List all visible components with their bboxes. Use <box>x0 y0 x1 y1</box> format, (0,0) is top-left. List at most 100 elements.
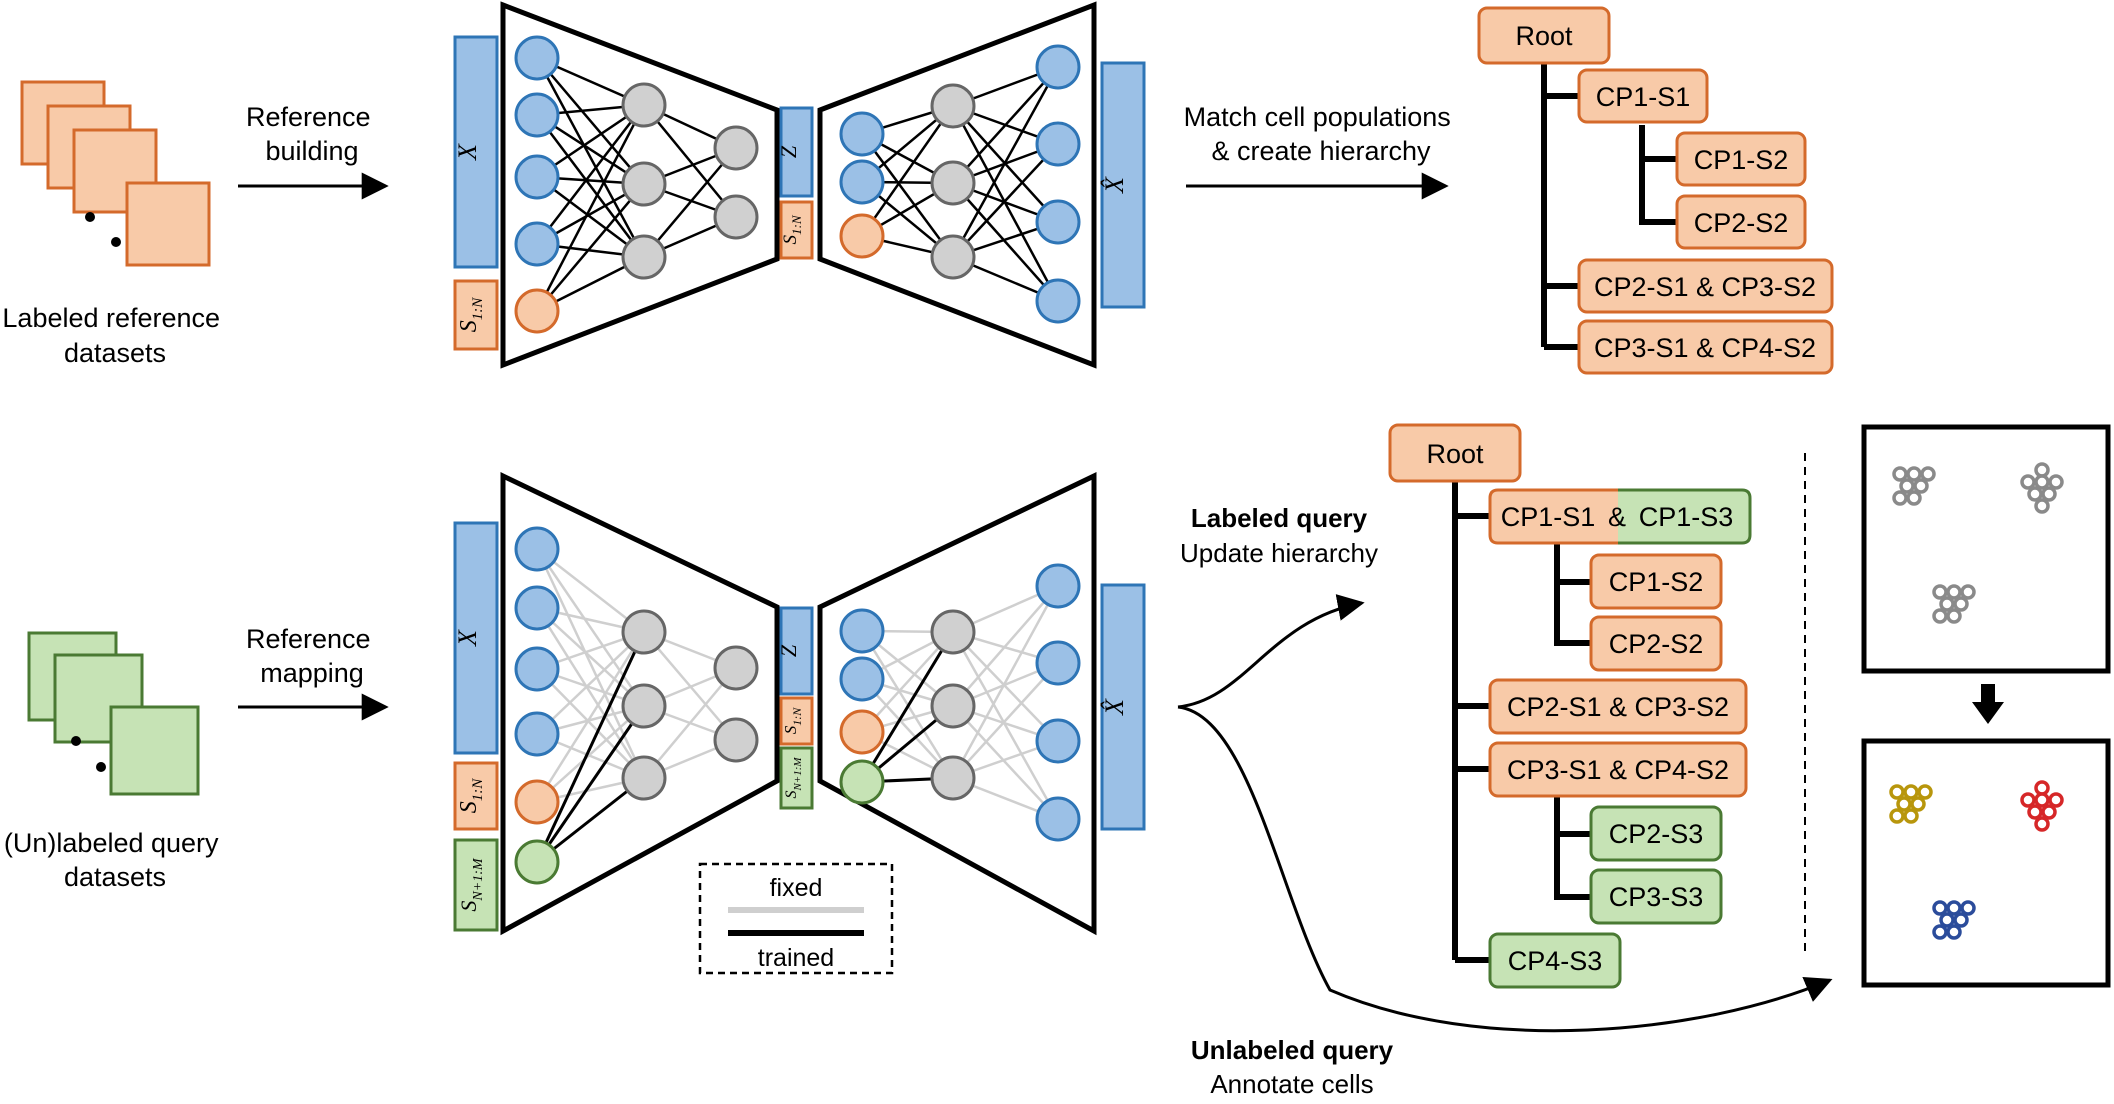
latent-node <box>839 159 885 205</box>
hidden-node <box>930 83 976 129</box>
svg-text:CP1-S2: CP1-S2 <box>1609 567 1704 597</box>
tree-node <box>1589 868 1723 925</box>
output-xhat-box <box>1100 583 1146 831</box>
network-edge <box>536 57 645 185</box>
input-x-label: X <box>453 143 482 161</box>
network-edge <box>535 631 646 863</box>
cell-dot <box>1932 608 1948 624</box>
svg-text:CP3-S1 & CP4-S2: CP3-S1 & CP4-S2 <box>1594 333 1816 363</box>
network-edge <box>952 182 1059 302</box>
condition-node <box>839 213 885 259</box>
hidden-node <box>930 234 976 280</box>
svg-text:CP4-S3: CP4-S3 <box>1508 946 1603 976</box>
labeled-reference-datasets-icon <box>20 80 211 267</box>
input-s-label: S1:N <box>456 778 486 813</box>
input-node <box>514 221 560 267</box>
tree-node-root <box>1388 423 1522 483</box>
output-node <box>1035 796 1081 842</box>
network-edge <box>860 105 955 237</box>
hidden-node <box>621 755 667 801</box>
latent-node <box>839 608 885 654</box>
tree-node <box>1488 932 1622 989</box>
network-edge <box>952 662 1059 779</box>
network-edge <box>643 667 737 779</box>
cell-dot <box>2048 474 2064 490</box>
tree-node-root <box>1477 6 1611 65</box>
svg-text:CP2-S1 & CP3-S2: CP2-S1 & CP3-S2 <box>1507 692 1729 722</box>
unannotated-cells-panel <box>1861 424 2111 674</box>
annotated-cells-panel <box>1861 738 2111 988</box>
network-edge <box>535 57 646 258</box>
cell-dot <box>1906 490 1922 506</box>
latent-s-box <box>779 696 814 746</box>
svg-text:Root: Root <box>1515 21 1573 51</box>
labeled-reference-caption: Labeled reference datasets <box>2 303 227 368</box>
input-node <box>514 526 560 572</box>
network-edge <box>535 104 646 312</box>
svg-text:CP2-S1 & CP3-S2: CP2-S1 & CP3-S2 <box>1594 272 1816 302</box>
output-xhat-label: X̂ <box>1100 176 1129 194</box>
tree-node <box>1589 615 1723 672</box>
unlabeled-query-title: Unlabeled query <box>1191 1035 1394 1065</box>
svg-text:&: & <box>1608 502 1626 532</box>
network-edge <box>536 607 645 707</box>
hidden-node <box>930 609 976 655</box>
latent-node <box>839 111 885 157</box>
latent-s-label: S1:N <box>781 707 804 734</box>
edge-legend: fixed trained <box>698 862 894 975</box>
cell-dot <box>1960 900 1976 916</box>
cell-dot <box>1896 796 1912 812</box>
top-autoencoder: X S1:N Z S1:N X̂ <box>453 1 1146 369</box>
labeled-query-subtitle: Update hierarchy <box>1180 538 1378 568</box>
cell-dot <box>1910 796 1926 812</box>
cell-dot <box>1889 784 1905 800</box>
svg-text:CP2-S3: CP2-S3 <box>1609 819 1704 849</box>
cell-dot <box>2034 816 2050 832</box>
cell-dot <box>1889 808 1905 824</box>
svg-text:CP1-S3: CP1-S3 <box>1639 502 1734 532</box>
tree-node <box>1577 319 1834 375</box>
network-edge <box>951 66 1060 258</box>
tree-node <box>1577 68 1709 124</box>
network-edge <box>952 66 1059 184</box>
input-s-box <box>453 761 499 831</box>
output-node <box>1035 278 1081 324</box>
cell-dot <box>1903 784 1919 800</box>
cell-dot <box>1906 466 1922 482</box>
input-node <box>514 646 560 692</box>
cell-dot <box>2041 804 2057 820</box>
input-node <box>514 92 560 138</box>
network-edge <box>536 114 645 258</box>
bottom-autoencoder: X S1:N SN+1:M Z S1:N SN+1:M X̂ <box>453 472 1146 936</box>
query-datasets-caption: (Un)labeled query datasets <box>4 828 226 892</box>
cell-dot <box>2034 462 2050 478</box>
network-edge <box>643 147 737 258</box>
network-edge <box>952 143 1059 258</box>
network-edge <box>952 631 1059 742</box>
hidden-node <box>713 645 759 691</box>
svg-text:CP1-S1: CP1-S1 <box>1596 82 1691 112</box>
latent-z-box <box>779 606 814 696</box>
output-node <box>1035 44 1081 90</box>
cell-dot <box>2027 486 2043 502</box>
hidden-node <box>621 161 667 207</box>
tree-node <box>1589 805 1723 862</box>
cell-dot <box>2048 792 2064 808</box>
cell-dot <box>2020 474 2036 490</box>
reference-mapping-label: Reference mapping <box>246 624 378 688</box>
network-edge <box>952 705 1059 820</box>
network-edge <box>861 631 954 733</box>
new-condition-node <box>514 839 560 885</box>
cell-dot <box>1946 584 1962 600</box>
hidden-node <box>621 683 667 729</box>
tree-node <box>1577 258 1834 314</box>
svg-text:CP3-S3: CP3-S3 <box>1609 882 1704 912</box>
tree-node <box>1488 678 1748 735</box>
hidden-node <box>930 160 976 206</box>
cell-dot <box>1946 900 1962 916</box>
cell-dot <box>2034 474 2050 490</box>
latent-s-label: S1:N <box>780 214 804 244</box>
cell-dot <box>2034 498 2050 514</box>
new-condition-node <box>839 759 885 805</box>
